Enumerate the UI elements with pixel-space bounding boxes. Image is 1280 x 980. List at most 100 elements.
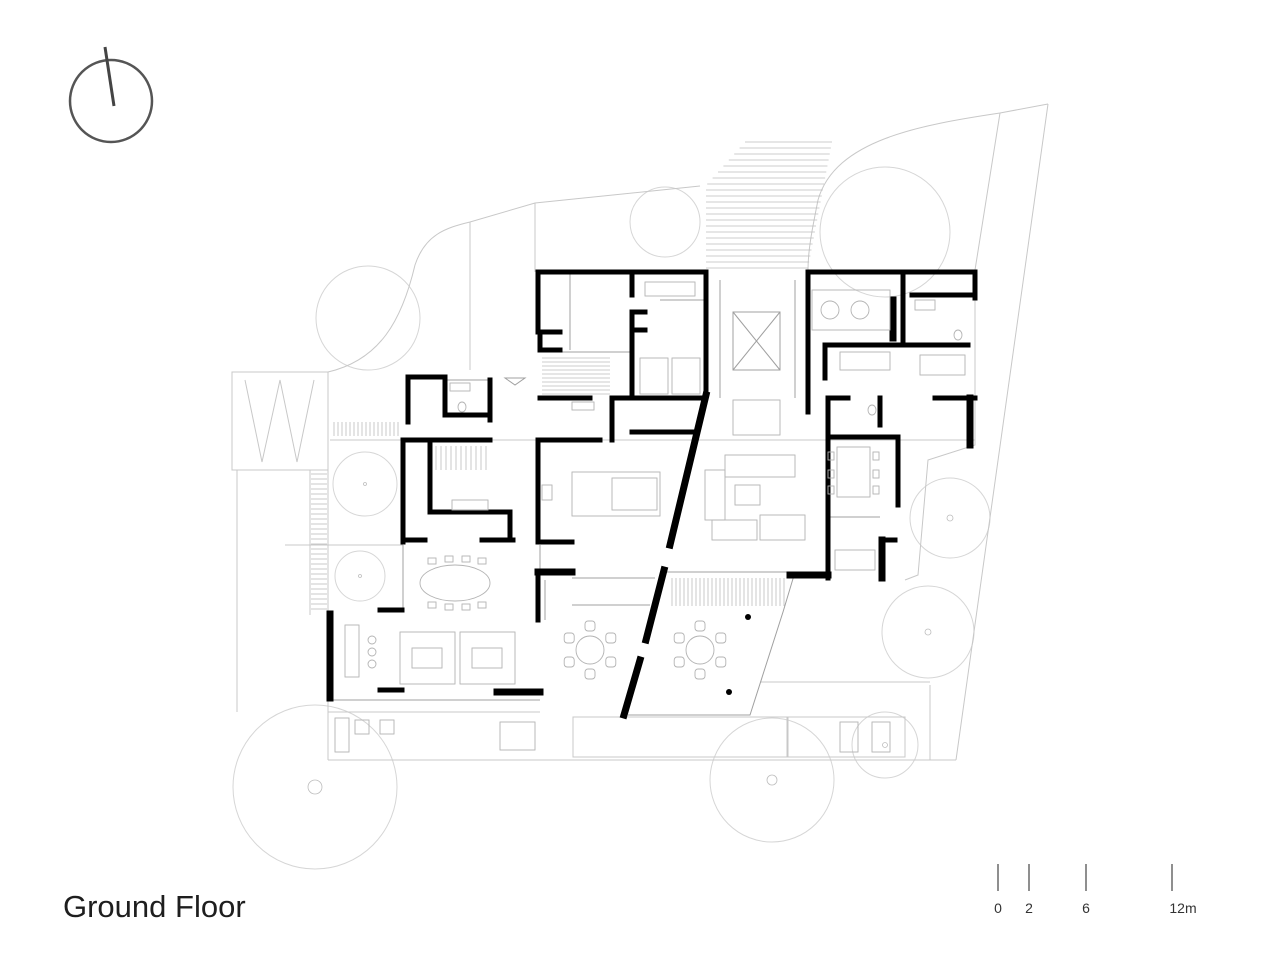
left-panel-outline xyxy=(231,371,329,471)
tree-canopy xyxy=(819,166,951,298)
appliance xyxy=(541,484,553,501)
sofa-group xyxy=(459,631,516,685)
terrace-chair xyxy=(584,668,596,680)
furniture xyxy=(344,281,966,685)
scale-bar: 0 2 6 12m xyxy=(994,864,1197,916)
terrace-chair xyxy=(605,632,617,644)
outdoor-chair xyxy=(354,719,370,735)
chair xyxy=(427,557,437,565)
table xyxy=(732,399,781,436)
coffee-table xyxy=(471,647,503,669)
column xyxy=(726,689,732,695)
terrace-outline xyxy=(628,571,796,716)
bed xyxy=(639,357,669,395)
garden-curve-right xyxy=(807,103,1049,271)
tree-trunk xyxy=(946,514,954,522)
tree-canopy xyxy=(232,704,398,870)
bed xyxy=(644,281,696,297)
island-table xyxy=(611,477,658,511)
diagonal-wall xyxy=(619,655,645,720)
tree-canopy xyxy=(332,451,398,517)
sofa xyxy=(759,514,806,541)
chair xyxy=(872,485,880,495)
armchair xyxy=(820,300,840,320)
toilet xyxy=(953,329,963,341)
inner-garden-wall xyxy=(974,112,1001,271)
coffee-table xyxy=(411,647,443,669)
chair xyxy=(427,601,437,609)
sofa xyxy=(704,469,726,521)
bench xyxy=(571,401,595,411)
sofa xyxy=(839,351,891,371)
sofa xyxy=(711,519,758,541)
sofa xyxy=(344,624,360,678)
tree-canopy xyxy=(709,717,835,843)
site-line-right xyxy=(955,103,1049,761)
tree-trunk xyxy=(358,574,362,578)
chair xyxy=(461,603,471,611)
bench xyxy=(834,549,876,571)
bed xyxy=(671,357,701,395)
column xyxy=(745,614,751,620)
chair xyxy=(827,485,835,495)
diagonal-wall xyxy=(641,565,669,645)
terrace-chair xyxy=(673,656,685,668)
terrace-chair xyxy=(563,632,575,644)
toilet xyxy=(867,404,877,416)
tree-canopy xyxy=(334,550,386,602)
chair xyxy=(444,603,454,611)
round-table xyxy=(575,635,605,665)
vanity xyxy=(449,382,471,392)
diagonal-wall xyxy=(665,390,711,550)
tree-trunk xyxy=(307,779,323,795)
chair xyxy=(827,469,835,479)
tree-trunk xyxy=(924,628,932,636)
sun-lounger xyxy=(871,721,891,753)
north-arrow-circle xyxy=(68,58,154,144)
tree-canopy xyxy=(881,585,975,679)
tree-canopy xyxy=(629,186,701,258)
dining-table xyxy=(836,446,871,498)
outdoor-bench xyxy=(334,717,350,753)
scale-label: 12m xyxy=(1169,900,1196,916)
stool xyxy=(367,647,377,657)
terrace-chair xyxy=(584,620,596,632)
terrace-chair xyxy=(715,656,727,668)
sun-lounger xyxy=(839,721,859,753)
page-title: Ground Floor xyxy=(63,889,246,924)
tree-trunk xyxy=(363,482,367,486)
entry-arrow xyxy=(503,377,527,386)
interior-outlines xyxy=(330,272,880,716)
sofa-group xyxy=(399,631,456,685)
stool xyxy=(367,659,377,669)
bed xyxy=(919,354,966,376)
courtyard-void-cross xyxy=(732,311,781,371)
pool-deck-outline xyxy=(787,716,906,758)
sofa xyxy=(724,454,796,478)
dining-table xyxy=(419,564,491,602)
terrace-chair xyxy=(673,632,685,644)
terrace-chair xyxy=(715,632,727,644)
coffee-table xyxy=(734,484,761,506)
garden-curve xyxy=(327,185,701,373)
terrace-chairs xyxy=(563,620,727,680)
chair xyxy=(872,469,880,479)
tree-trunk xyxy=(766,774,778,786)
scale-label: 6 xyxy=(1082,900,1090,916)
tree-canopy xyxy=(851,711,919,779)
chair xyxy=(444,555,454,563)
pool-outline xyxy=(572,716,788,758)
chair xyxy=(461,555,471,563)
counter xyxy=(451,499,489,511)
vanity xyxy=(914,299,936,311)
tree-canopy xyxy=(315,265,421,371)
round-table xyxy=(685,635,715,665)
north-arrow-needle xyxy=(103,46,116,107)
terrace-chair xyxy=(605,656,617,668)
chair xyxy=(872,451,880,461)
chair xyxy=(477,601,487,609)
armchair xyxy=(850,300,870,320)
toilet xyxy=(457,401,467,413)
stool xyxy=(367,635,377,645)
